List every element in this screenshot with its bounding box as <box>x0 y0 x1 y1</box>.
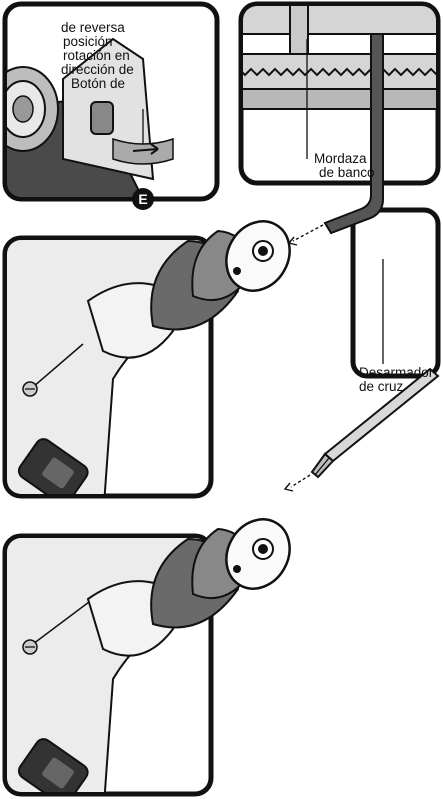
reverse-button-panel: E Botón de dirección de rotación en posi… <box>0 4 217 210</box>
drill-panel-chuck-hexkey <box>0 199 302 519</box>
drill-panel-chuck-screwdriver <box>0 499 302 799</box>
screwdriver-label-line2: de cruz <box>359 379 404 394</box>
reverse-label-line3: rotación en <box>63 48 130 63</box>
reverse-label-line2: dirección de <box>61 62 134 77</box>
screwdriver-label-line1: Desarmador <box>359 365 434 380</box>
reverse-label-line4: posición <box>63 34 113 49</box>
reverse-label-line5: de reversa <box>61 20 125 35</box>
vise-label-line1: Mordaza <box>314 151 367 166</box>
screwdriver-panel <box>345 210 443 501</box>
vise-label-line2: de banco <box>319 165 375 180</box>
step-badge-letter: E <box>138 191 147 207</box>
step-badge: E <box>132 188 154 210</box>
reverse-label-line1: Botón de <box>71 76 125 91</box>
